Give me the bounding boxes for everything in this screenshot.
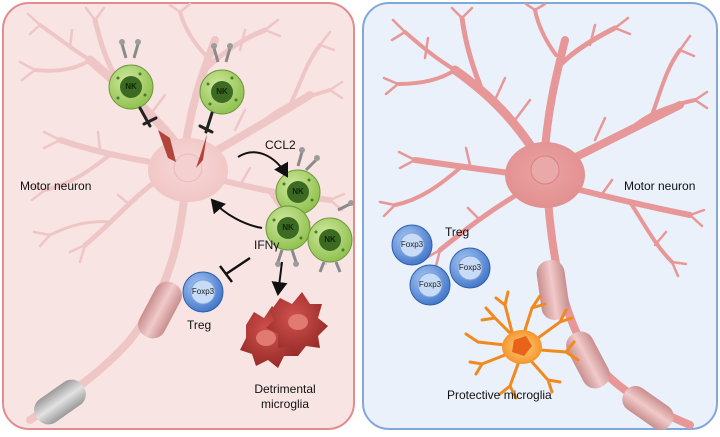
nk-cell-2-label: NK (216, 87, 228, 96)
granule-spike-icon (158, 130, 176, 162)
nk-cell-2 (198, 43, 245, 134)
left-motor-neuron-label: Motor neuron (20, 179, 92, 193)
granule-spike-icon (196, 134, 207, 168)
protective-microglia-nucleus (512, 336, 532, 356)
ccl2-label: CCL2 (265, 138, 296, 152)
ifn-to-microglia-arrow (271, 261, 288, 296)
inhibition-bar-icon (219, 265, 233, 283)
right-foxp3-label-2: Foxp3 (458, 263, 482, 272)
right-foxp3-label-1: Foxp3 (400, 240, 424, 249)
right-treg-cell-3 (409, 264, 451, 306)
nk-cell-4 (265, 205, 311, 267)
nk-cell-5 (307, 200, 354, 273)
left-myelin-1 (138, 281, 182, 339)
detrimental-microglia-label-line2: microglia (260, 397, 309, 411)
right-myelin-2 (566, 331, 610, 389)
right-nucleus (530, 155, 560, 185)
left-foxp3-label: Foxp3 (191, 287, 215, 296)
nk-cell-1-label: NK (125, 82, 137, 91)
right-myelin-3 (622, 386, 674, 430)
ifn-gamma-label: IFNγ (254, 238, 280, 252)
nk-cell-5-label: NK (324, 235, 336, 244)
left-treg-label: Treg (187, 318, 212, 332)
right-treg-label: Treg (445, 225, 470, 239)
right-motor-neuron (378, 2, 709, 429)
left-nucleus (173, 153, 203, 183)
nk-cell-3-label: NK (292, 187, 304, 196)
nk-cell-4-label: NK (282, 223, 294, 232)
right-treg-cell-2 (449, 247, 491, 289)
ifn-to-neuron-arrow (210, 198, 263, 229)
left-myelin-2 (34, 379, 86, 425)
protective-microglia-label: Protective microglia (447, 388, 552, 402)
detrimental-microglia-label-line1: Detrimental (254, 382, 316, 396)
protective-microglia (464, 290, 580, 400)
right-foxp3-label-3: Foxp3 (418, 280, 442, 289)
ifn-inhibits-treg-arrow (225, 257, 251, 275)
ccl2-arrow (237, 151, 288, 178)
right-panel (362, 2, 718, 430)
nk-cell-3 (275, 147, 321, 215)
nk-cell-1 (108, 39, 158, 128)
right-motor-neuron-label: Motor neuron (624, 179, 696, 193)
detrimental-microglia (240, 292, 328, 368)
left-treg-cell (182, 271, 224, 313)
right-treg-cell-1 (391, 224, 433, 266)
